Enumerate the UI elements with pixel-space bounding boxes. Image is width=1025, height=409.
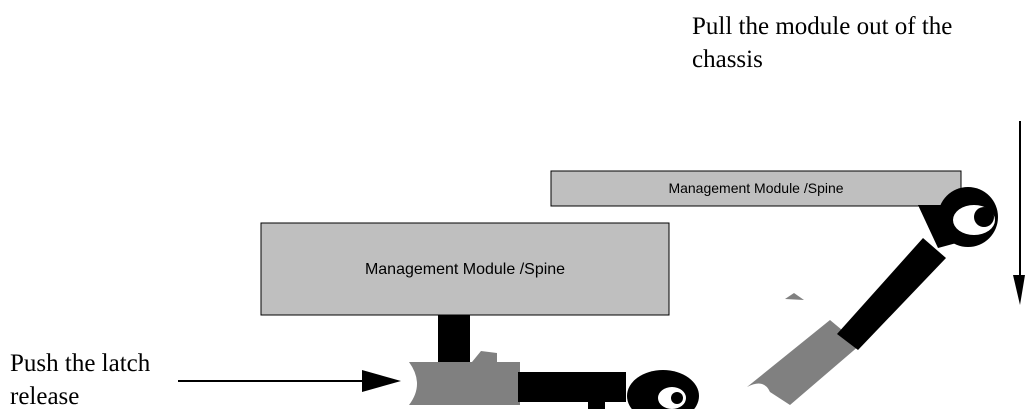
latch-closed-arm — [518, 372, 626, 402]
removed-module: Management Module /Spine — [550, 170, 962, 207]
inserted-module-label: Management Module /Spine — [365, 261, 565, 278]
pull-arrow — [1013, 121, 1025, 305]
inserted-module-box — [260, 222, 670, 316]
latch-open-tab — [785, 293, 804, 300]
removed-module-box — [550, 170, 962, 207]
latch-closed-pupil — [671, 392, 683, 404]
removed-module-label: Management Module /Spine — [668, 180, 843, 196]
latch-open — [747, 187, 998, 405]
latch-closed-tab — [472, 351, 497, 362]
push-arrow-head — [362, 370, 401, 392]
latch-open-arm — [837, 238, 946, 350]
pull-caption-line-2: chassis — [692, 46, 763, 73]
latch-open-handle — [747, 320, 860, 405]
pull-module-caption: Pull the module out of the chassis — [692, 10, 952, 76]
latch-closed-notch — [588, 398, 605, 409]
push-arrow — [178, 370, 401, 392]
latch-open-notch — [888, 276, 912, 293]
latch-closed — [409, 315, 699, 409]
inserted-module: Management Module /Spine — [260, 222, 670, 316]
latch-open-pupil — [974, 207, 994, 227]
pull-arrow-head — [1013, 275, 1025, 305]
pull-caption-line-1: Pull the module out of the — [692, 13, 953, 40]
latch-closed-handle — [409, 362, 520, 405]
push-caption-line-1: Push the latch — [10, 350, 151, 377]
push-latch-caption: Push the latch release — [10, 347, 150, 409]
push-caption-line-2: release — [10, 383, 80, 409]
latch-closed-post — [438, 315, 470, 369]
